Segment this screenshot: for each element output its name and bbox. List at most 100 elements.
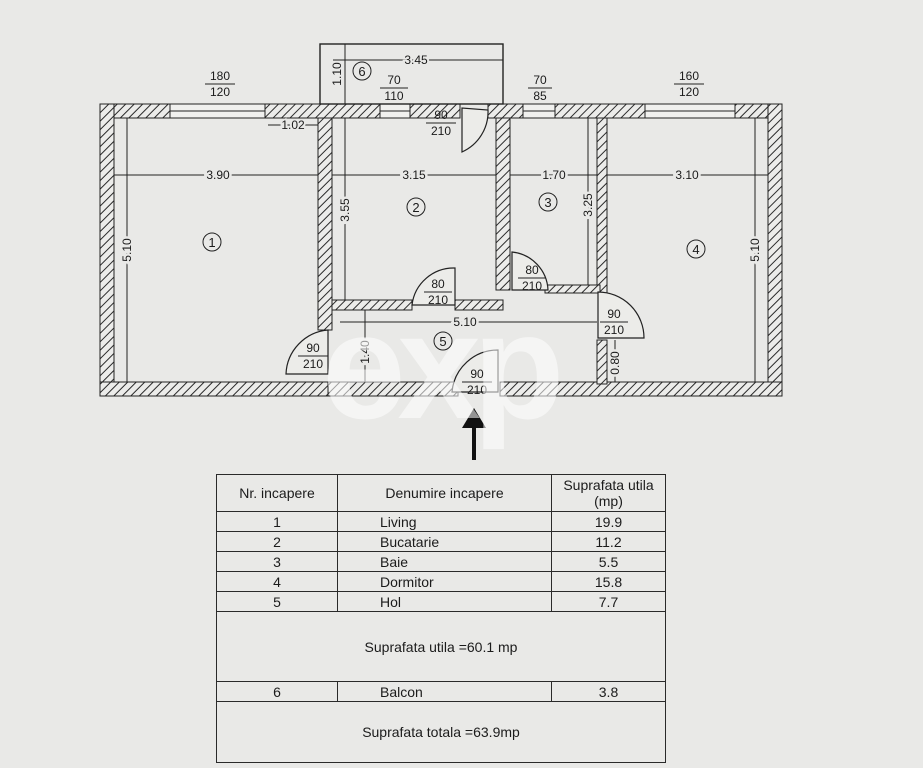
windows [169,103,736,119]
window-4-height: 120 [679,85,699,99]
room-3-width-label: 1.70 [542,168,566,182]
watermark-logo: exp [322,282,559,450]
wall-offset-label: 1.02 [281,118,305,132]
door-arc-bath [511,251,549,291]
hall-width-label: 5.10 [453,315,477,329]
door-arc-room4 [597,291,645,339]
row-name: Bucatarie [337,531,552,552]
window-2-height: 110 [384,89,403,103]
room-4-height-label: 5.10 [748,238,762,262]
door-balcony-width: 90 [434,108,448,122]
room-1-width-label: 3.90 [206,168,230,182]
door-bath-width: 80 [525,263,539,277]
table-row: 4 Dormitor 15.8 [216,571,666,592]
door-arc-balcony [461,107,489,153]
door-entrance-height: 210 [467,383,487,397]
useful-total: Suprafata utila =60.1 mp [216,611,666,682]
balcony-outline [319,43,504,105]
row-nr: 2 [216,531,338,552]
row-name: Living [337,511,552,532]
entrance-arrow-icon [462,408,486,460]
grand-total: Suprafata totala =63.9mp [216,701,666,763]
wall-top-mid4 [554,103,646,119]
row-name: Balcon [337,681,552,702]
room-2-height-label: 3.55 [338,198,352,222]
room-4-number: 4 [692,242,699,257]
window-2-width: 70 [387,73,401,87]
window-4-width: 160 [679,69,699,83]
room-4-circle [686,239,706,259]
dimension-lines [114,44,768,382]
row-area: 3.8 [551,681,666,702]
window-1-height: 120 [210,85,230,99]
header-name: Denumire incapere [337,474,552,512]
window-1-width: 180 [210,69,230,83]
wall-room4-left [596,339,608,385]
balcony-row: 6 Balcon 3.8 [216,681,666,702]
grand-total-row: Suprafata totala =63.9mp [216,701,666,763]
table-row: 1 Living 19.9 [216,511,666,532]
header-area: Suprafata utila (mp) [551,474,666,512]
door-arc-entrance [451,349,499,393]
row-name: Hol [337,591,552,612]
header-nr: Nr. incapere [216,474,338,512]
room-6-circle [352,61,372,81]
door-kitchen-height: 210 [428,293,448,307]
room-1-circle [202,232,222,252]
room-2-circle [406,197,426,217]
row-area: 7.7 [551,591,666,612]
wall-bath-right [596,117,608,294]
door-bath-height: 210 [522,279,542,293]
row-area: 15.8 [551,571,666,592]
room-1-number: 1 [208,235,215,250]
row-area: 19.9 [551,511,666,532]
room-1-height-label: 5.10 [120,238,134,262]
door-arc-kitchen [411,267,456,306]
room-2-width-label: 3.15 [402,168,426,182]
fraction-bars [205,83,704,383]
hall-right-label: 0.80 [608,351,622,375]
table-row: 5 Hol 7.7 [216,591,666,612]
wall-bottom-left [99,381,329,397]
row-nr: 3 [216,551,338,572]
wall-right [767,103,783,397]
room-5-number: 5 [439,334,446,349]
door-living-height: 210 [303,357,323,371]
row-nr: 1 [216,511,338,532]
row-nr: 5 [216,591,338,612]
room-3-number: 3 [544,195,551,210]
wall-bottom-right [499,381,783,397]
wall-left [99,103,115,397]
row-nr: 6 [216,681,338,702]
rooms-table: Nr. incapere Denumire incapere Suprafata… [216,474,666,763]
door-room4-width: 90 [607,307,621,321]
room-6-number: 6 [358,64,365,79]
row-area: 5.5 [551,551,666,572]
walls [99,103,783,397]
room-3-circle [538,192,558,212]
row-name: Dormitor [337,571,552,592]
window-3-height: 85 [533,89,547,103]
room-numbers [202,61,706,351]
room-4-width-label: 3.10 [675,168,699,182]
table-header: Nr. incapere Denumire incapere Suprafata… [216,474,666,512]
hall-height-label: 1.40 [358,340,372,364]
table-row: 3 Baie 5.5 [216,551,666,572]
room-2-number: 2 [412,200,419,215]
row-area: 11.2 [551,531,666,552]
door-living-width: 90 [306,341,320,355]
table-row: 2 Bucatarie 11.2 [216,531,666,552]
balcony-depth-label: 1.10 [330,62,344,86]
useful-total-row: Suprafata utila =60.1 mp [216,611,666,682]
wall-kitchen-right [495,117,511,291]
door-arc-living [285,329,329,375]
room-3-height-label: 3.25 [581,193,595,217]
balcony-width-label: 3.45 [404,53,428,67]
row-nr: 4 [216,571,338,592]
window-3-width: 70 [533,73,547,87]
room-5-circle [433,331,453,351]
doors [285,107,645,393]
door-room4-height: 210 [604,323,624,337]
wall-top-mid3 [487,103,524,119]
wall-top-mid [264,103,381,119]
